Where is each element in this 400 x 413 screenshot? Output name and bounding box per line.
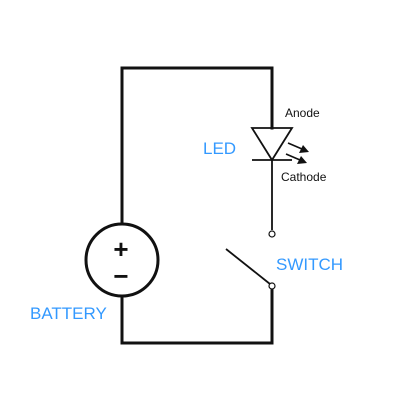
circuit-wires <box>120 66 274 345</box>
switch-lever <box>225 248 271 285</box>
anode-label: Anode <box>285 106 320 120</box>
light-arrows-icon <box>285 142 309 164</box>
battery-negative-sign: − <box>113 261 128 291</box>
battery-positive-sign: + <box>113 234 128 264</box>
battery-label: BATTERY <box>30 304 107 323</box>
led-symbol <box>250 127 309 164</box>
switch-terminal-top <box>268 230 276 238</box>
battery-symbol: + − <box>84 222 160 298</box>
cathode-label: Cathode <box>281 170 327 184</box>
switch-symbol <box>225 230 276 290</box>
led-triangle <box>250 127 294 162</box>
battery-circle <box>84 222 160 298</box>
led-label: LED <box>203 139 236 158</box>
switch-terminal-bottom <box>268 282 276 290</box>
switch-label: SWITCH <box>276 255 343 274</box>
